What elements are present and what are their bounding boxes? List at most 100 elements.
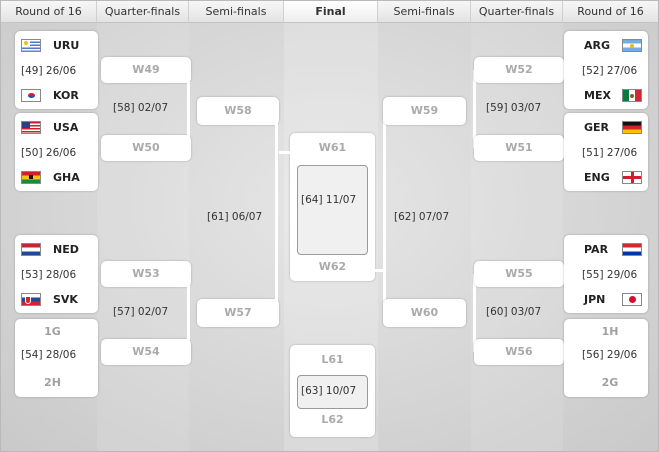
connector-qf60 [473,274,476,352]
sf-w58-label: W58 [224,104,252,117]
third-place-card[interactable]: L61 [63] 10/07 L62 [290,345,375,437]
team-eng: ENG [584,171,610,184]
team-jpn: JPN [584,293,606,306]
connector-to-final-left [279,151,291,154]
ghana-flag-icon [21,171,41,184]
match-57-date: [57] 02/07 [113,306,169,318]
match-59-date: [59] 03/07 [486,102,542,114]
third-l62-label: L62 [321,413,344,426]
qf-w56-label: W56 [505,345,533,358]
final-inner-panel [297,165,368,255]
qf-w49-label: W49 [132,63,160,76]
match-54-card[interactable]: 1G [54] 28/06 2H [15,319,98,397]
paraguay-flag-icon [622,243,642,256]
team-arg: ARG [584,39,611,52]
header-qf-left: Quarter-finals [97,1,189,23]
team-par: PAR [584,243,609,256]
header-sf-left: Semi-finals [189,1,284,23]
sf-w58-box: W58 [197,97,279,125]
netherlands-flag-icon [21,243,41,256]
qf-w50-label: W50 [132,141,160,154]
match-54-date: [54] 28/06 [21,349,77,361]
qf-w52-box: W52 [474,57,564,83]
sf-w60-box: W60 [383,299,466,327]
team-uru: URU [53,39,80,52]
match-56-date: [56] 29/06 [582,349,638,361]
qf-w54-label: W54 [132,345,160,358]
third-inner-panel [297,375,368,409]
match-50-card[interactable]: USA [50] 26/06 GHA [15,113,98,191]
match-51-card[interactable]: GER [51] 27/06 ENG [564,113,648,191]
qf-w51-label: W51 [505,141,533,154]
match-53-date: [53] 28/06 [21,269,77,281]
qf-w54-box: W54 [101,339,191,365]
usa-flag-icon [21,121,41,134]
team-ger: GER [584,121,610,134]
qf-w55-box: W55 [474,261,564,287]
germany-flag-icon [622,121,642,134]
sf-w59-box: W59 [383,97,466,125]
team-kor: KOR [53,89,79,102]
match-52-date: [52] 27/06 [582,65,638,77]
match-62-date: [62] 07/07 [394,211,450,223]
england-flag-icon [622,171,642,184]
argentina-flag-icon [622,39,642,52]
header-sf-right: Semi-finals [378,1,471,23]
header-r16-right: Round of 16 [563,1,658,23]
qf-w49-box: W49 [101,57,191,83]
qf-w55-label: W55 [505,267,533,280]
qf-w50-box: W50 [101,135,191,161]
match-58-date: [58] 02/07 [113,102,169,114]
header-final: Final [284,1,378,23]
connector-to-final-right [374,269,386,272]
third-date: [63] 10/07 [301,385,357,397]
slot-2h: 2H [44,376,61,389]
match-55-card[interactable]: PAR [55] 29/06 JPN [564,235,648,313]
match-55-date: [55] 29/06 [582,269,638,281]
qf-w51-box: W51 [474,135,564,161]
match-53-card[interactable]: NED [53] 28/06 SVK [15,235,98,313]
mexico-flag-icon [622,89,642,102]
team-ned: NED [53,243,79,256]
sf-w60-label: W60 [410,306,439,319]
slot-2g: 2G [601,376,619,389]
connector-qf58 [187,70,190,148]
match-61-date: [61] 06/07 [207,211,263,223]
sf-w57-label: W57 [224,306,252,319]
final-date: [64] 11/07 [301,194,357,206]
match-60-date: [60] 03/07 [486,306,542,318]
connector-sf62 [383,111,386,313]
uruguay-flag-icon [21,39,41,52]
final-w62-label: W62 [318,260,347,273]
qf-w52-label: W52 [505,63,533,76]
third-l61-label: L61 [321,353,344,366]
header-qf-right: Quarter-finals [471,1,563,23]
match-50-date: [50] 26/06 [21,147,77,159]
slot-1g: 1G [44,325,61,338]
team-gha: GHA [53,171,80,184]
match-52-card[interactable]: ARG [52] 27/06 MEX [564,31,648,109]
qf-w56-box: W56 [474,339,564,365]
team-mex: MEX [584,89,611,102]
final-card[interactable]: W61 [64] 11/07 W62 [290,133,375,281]
team-svk: SVK [53,293,78,306]
south-korea-flag-icon [21,89,41,102]
slovakia-flag-icon [21,293,41,306]
final-w61-label: W61 [318,141,347,154]
team-usa: USA [53,121,79,134]
connector-qf57 [187,274,190,352]
match-56-card[interactable]: 1H [56] 29/06 2G [564,319,648,397]
connector-sf61 [275,111,278,313]
qf-w53-label: W53 [132,267,160,280]
connector-qf59 [473,70,476,148]
sf-w57-box: W57 [197,299,279,327]
match-49-card[interactable]: URU [49] 26/06 KOR [15,31,98,109]
sf-w59-label: W59 [410,104,439,117]
japan-flag-icon [622,293,642,306]
qf-w53-box: W53 [101,261,191,287]
match-51-date: [51] 27/06 [582,147,638,159]
match-49-date: [49] 26/06 [21,65,77,77]
header-r16-left: Round of 16 [1,1,97,23]
slot-1h: 1H [601,325,619,338]
